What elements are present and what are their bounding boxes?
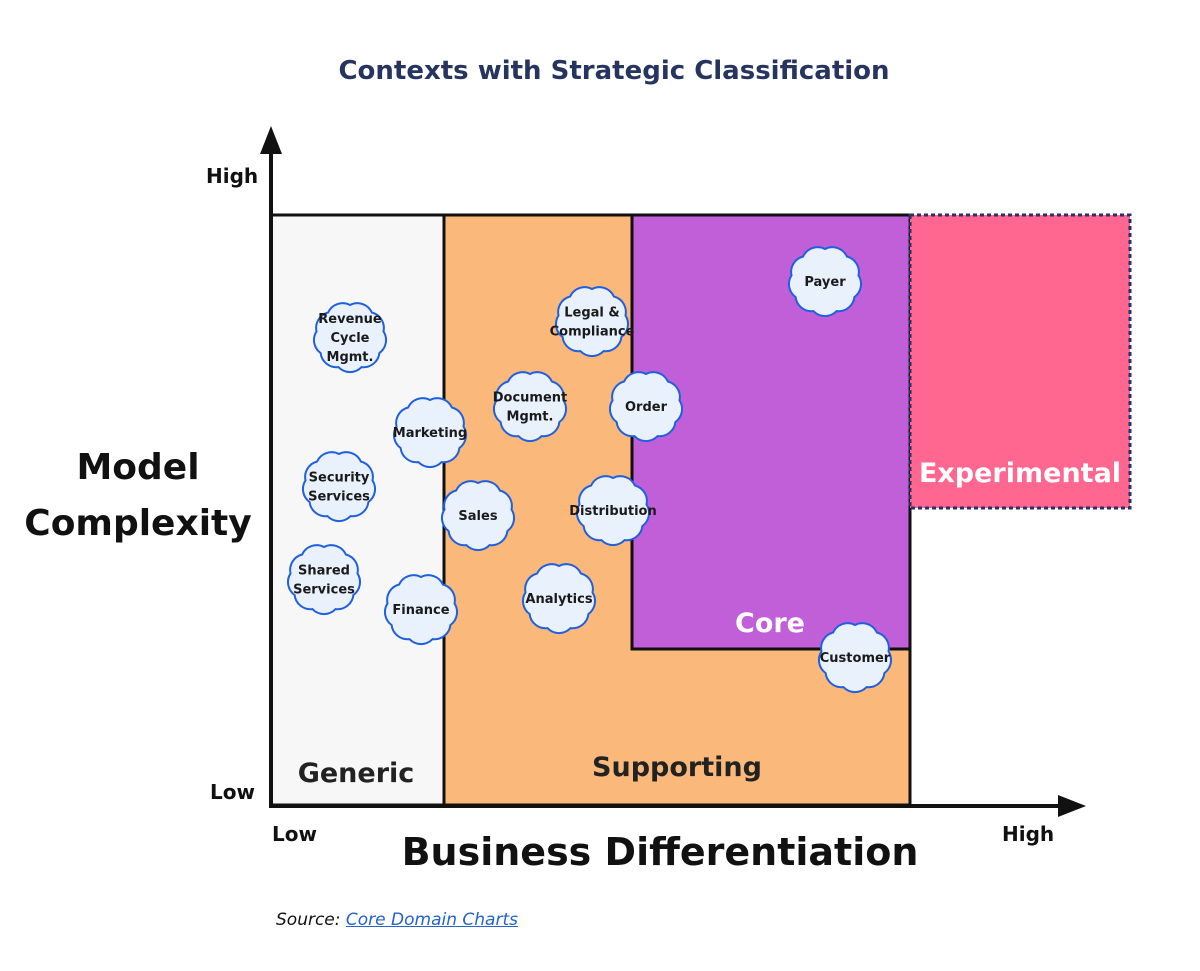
region-label-generic: Generic [298,758,415,789]
region-label-supporting: Supporting [592,752,762,783]
context-label: Revenue [318,312,382,327]
context-label: Sales [458,509,497,524]
context-cloud-finance: Finance [383,574,459,646]
region-label-core: Core [735,608,805,639]
context-label: Order [625,400,668,415]
context-label: Customer [820,651,891,666]
x-axis-high-label: High [1002,822,1055,846]
context-cloud-marketing: Marketing [392,397,468,469]
context-label: Analytics [525,592,592,607]
cloud-shape [608,371,684,443]
context-label: Services [293,583,355,598]
region-core [630,213,912,651]
y-axis-arrow [260,126,282,154]
cloud-shape [440,480,516,552]
y-axis-high-label: High [206,164,259,188]
context-label: Shared [298,564,350,579]
context-cloud-sales: Sales [440,480,516,552]
x-axis-title: Business Differentiation [401,830,919,874]
y-axis-low-label: Low [210,780,255,804]
cloud-shape [492,371,568,443]
cloud-shape [286,544,362,616]
context-label: Finance [392,603,449,618]
context-cloud-payer: Payer [787,246,863,318]
context-label: Payer [804,275,846,290]
region-experimental [908,213,1132,510]
context-label: Document [493,391,568,406]
y-axis-title: Model Complexity [20,440,256,552]
context-cloud-legal: Legal & Compliance [550,286,635,358]
context-label: Cycle [331,331,370,346]
context-label: Legal & [564,306,620,321]
context-label: Compliance [550,325,635,340]
chart-title: Contexts with Strategic Classification [338,56,890,86]
cloud-shape [787,246,863,318]
cloud-shape [575,475,651,547]
context-cloud-distribution: Distribution [569,475,657,547]
cloud-shape [312,302,388,374]
cloud-shape [383,574,459,646]
cloud-shape [554,286,630,358]
context-label: Security [309,471,370,486]
cloud-shape [392,397,468,469]
context-label: Mgmt. [327,350,374,365]
cloud-shape [301,451,377,523]
cloud-shape [817,622,893,694]
cloud-shape [521,563,597,635]
context-label: Mgmt. [507,410,554,425]
source-note: Source: Core Domain Charts [276,910,518,930]
context-label: Distribution [569,504,656,519]
region-label-experimental: Experimental [919,458,1121,489]
y-axis-title-line2: Complexity [24,503,252,544]
source-prefix: Source: [276,910,346,930]
context-cloud-customer: Customer [817,622,893,694]
context-label: Marketing [393,426,467,441]
context-cloud-analytics: Analytics [521,563,597,635]
x-axis-arrow [1058,795,1086,817]
source-link[interactable]: Core Domain Charts [345,910,518,930]
y-axis-title-line1: Model [76,447,200,488]
x-axis-low-label: Low [272,822,317,846]
context-label: Services [308,490,370,505]
context-cloud-order: Order [608,371,684,443]
